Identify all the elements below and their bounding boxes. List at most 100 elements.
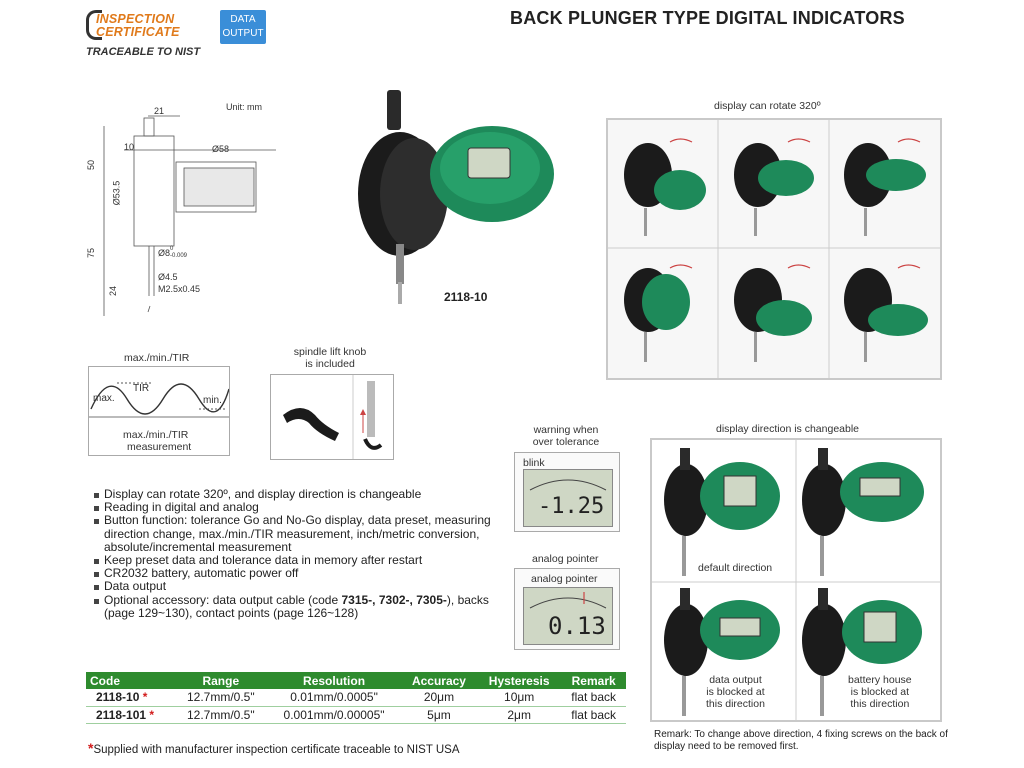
table-row: 2118-10 * 12.7mm/0.5" 0.01mm/0.0005" 20μ… [86,689,626,707]
accessory-suffix: ), backs (page 129~130), contact points … [104,592,489,620]
data-blocked-1: data output [709,674,762,686]
battery-blocked-2: is blocked at [850,686,909,698]
data-badge-line-1: DATA [230,14,256,25]
dim-thread: M2.5x0.45 [158,284,201,294]
cell-code: 2118-101 * [86,706,175,724]
feature-item: Display can rotate 320º, and display dir… [94,487,514,501]
analog-lcd-value: 0.13 [548,612,606,640]
data-blocked-2: is blocked at [706,686,765,698]
dim-24: 24 [108,285,119,297]
analog-inner-label: analog pointer [531,573,598,585]
analog-lcd: 0.13 [523,587,613,645]
col-accuracy: Accuracy [400,672,478,689]
cell-range: 12.7mm/0.5" [174,706,268,724]
scale-arc-icon [529,479,607,491]
spindle-caption-1: spindle lift knob [293,346,367,358]
code-value: 2118-101 [96,707,147,722]
analog-panel: analog pointer 0.13 [514,568,620,650]
accessory-codes: 7315-, 7302-, 7305- [341,592,447,607]
star-marker: * [149,707,155,722]
table-header-row: Code Range Resolution Accuracy Hysteresi… [86,672,626,689]
dim-58: Ø58 [212,144,230,154]
cert-nist-text: TRACEABLE TO NIST [86,46,201,58]
footnote: *Supplied with manufacturer inspection c… [88,740,460,756]
warning-lcd: -1.25 [523,469,613,527]
data-output-badge: DATA OUTPUT [220,10,266,44]
blink-label: blink [523,457,545,469]
dim-50: 50 [86,159,97,171]
feature-item: Button function: tolerance Go and No-Go … [94,514,514,554]
page-title: BACK PLUNGER TYPE DIGITAL INDICATORS [510,8,905,28]
data-badge-line-2: OUTPUT [222,28,264,39]
col-resolution: Resolution [267,672,401,689]
cell-accuracy: 5μm [400,706,478,724]
mmt-max-label: max. [93,393,115,404]
accessory-prefix: Optional accessory: data output cable (c… [104,592,342,607]
rotate-views-icon [608,120,940,378]
col-remark: Remark [561,672,626,689]
dim-10: 10 [124,142,135,152]
footnote-star: * [88,740,94,756]
dim-53-5: Ø53.5 [111,180,122,206]
warning-caption-2: over tolerance [532,436,600,448]
dim-8-lower-tol: -0.009 [170,253,188,259]
rotate-panel [606,118,942,380]
spindle-knob-icon [283,375,383,459]
cell-hysteresis: 2μm [477,706,562,724]
technical-drawing: Unit: mm 21 10 Ø58 50 Ø53.5 75 24 Ø8 0 -… [84,96,284,326]
dim-8-upper-tol: 0 [170,246,174,252]
warning-caption-1: warning when [533,424,599,436]
dim-4-5: Ø4.5 [158,272,178,282]
cert-line-1: INSPECTION [96,12,175,26]
unit-label: Unit: mm [226,102,262,112]
mmt-min-label: min. [203,395,222,406]
mmt-panel: max. TIR min. max./min./TIR measurement [88,366,230,456]
inspection-certificate-logo: INSPECTION CERTIFICATE [86,10,206,50]
col-hysteresis: Hysteresis [477,672,562,689]
battery-blocked-3: this direction [850,698,910,710]
spindle-caption-2: is included [305,358,355,370]
spindle-panel [270,374,394,460]
mmt-tir-label: TIR [133,383,150,394]
feature-item: Data output [94,580,514,593]
digital-indicator-icon [358,90,554,304]
feature-list: Display can rotate 320º, and display dir… [94,487,514,620]
cell-resolution: 0.01mm/0.0005" [267,689,401,707]
certificate-frame-icon [86,10,102,40]
dimension-drawing-icon [103,115,276,316]
waveform-icon [89,382,229,418]
direction-panel: default direction data output is blocked… [650,438,942,722]
col-code: Code [86,672,175,689]
data-blocked-label: data output is blocked at this direction [706,674,765,710]
cell-hysteresis: 10μm [477,689,562,707]
footnote-text: Supplied with manufacturer inspection ce… [93,744,460,756]
default-direction-label: default direction [698,562,773,574]
warning-panel: blink -1.25 [514,452,620,532]
mmt-caption-1: max./min./TIR [123,429,189,441]
table-row: 2118-101 * 12.7mm/0.5" 0.001mm/0.00005" … [86,706,626,724]
dim-75: 75 [86,247,97,259]
cert-line-2: CERTIFICATE [96,25,180,39]
warning-lcd-value: -1.25 [538,494,605,519]
analog-pointer-icon [529,592,607,609]
spindle-caption: spindle lift knob is included [290,346,370,370]
feature-item: Reading in digital and analog [94,501,514,514]
star-marker: * [142,690,148,705]
warning-caption: warning when over tolerance [520,424,612,448]
remark-text: Remark: To change above direction, 4 fix… [654,729,948,752]
cell-accuracy: 20μm [400,689,478,707]
direction-caption: display direction is changeable [716,423,860,435]
battery-blocked-label: battery house is blocked at this directi… [848,674,912,710]
dim-8: Ø8 [158,248,171,258]
mmt-title: max./min./TIR [124,352,190,364]
cell-range: 12.7mm/0.5" [174,689,268,707]
feature-item: CR2032 battery, automatic power off [94,567,514,580]
rotate-caption: display can rotate 320º [714,100,821,112]
dim-21: 21 [154,106,165,116]
product-image: 2118-10 [340,84,560,314]
col-range: Range [174,672,268,689]
feature-item-accessory: Optional accessory: data output cable (c… [94,592,514,620]
cell-resolution: 0.001mm/0.00005" [267,706,401,724]
code-value: 2118-10 [96,690,140,705]
mmt-caption-2: measurement [127,441,192,453]
